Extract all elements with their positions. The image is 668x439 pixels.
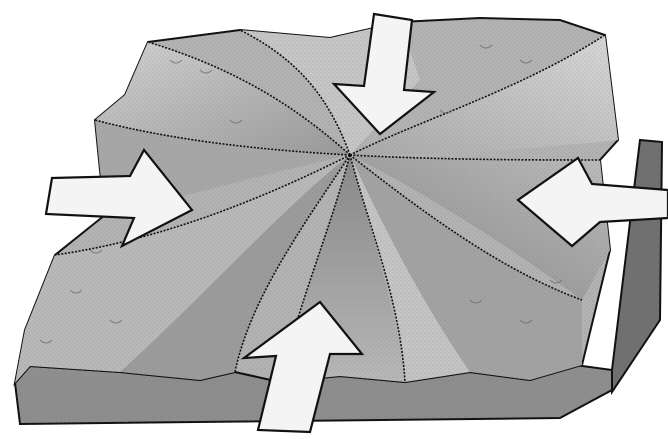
block-right-face [612,140,662,392]
